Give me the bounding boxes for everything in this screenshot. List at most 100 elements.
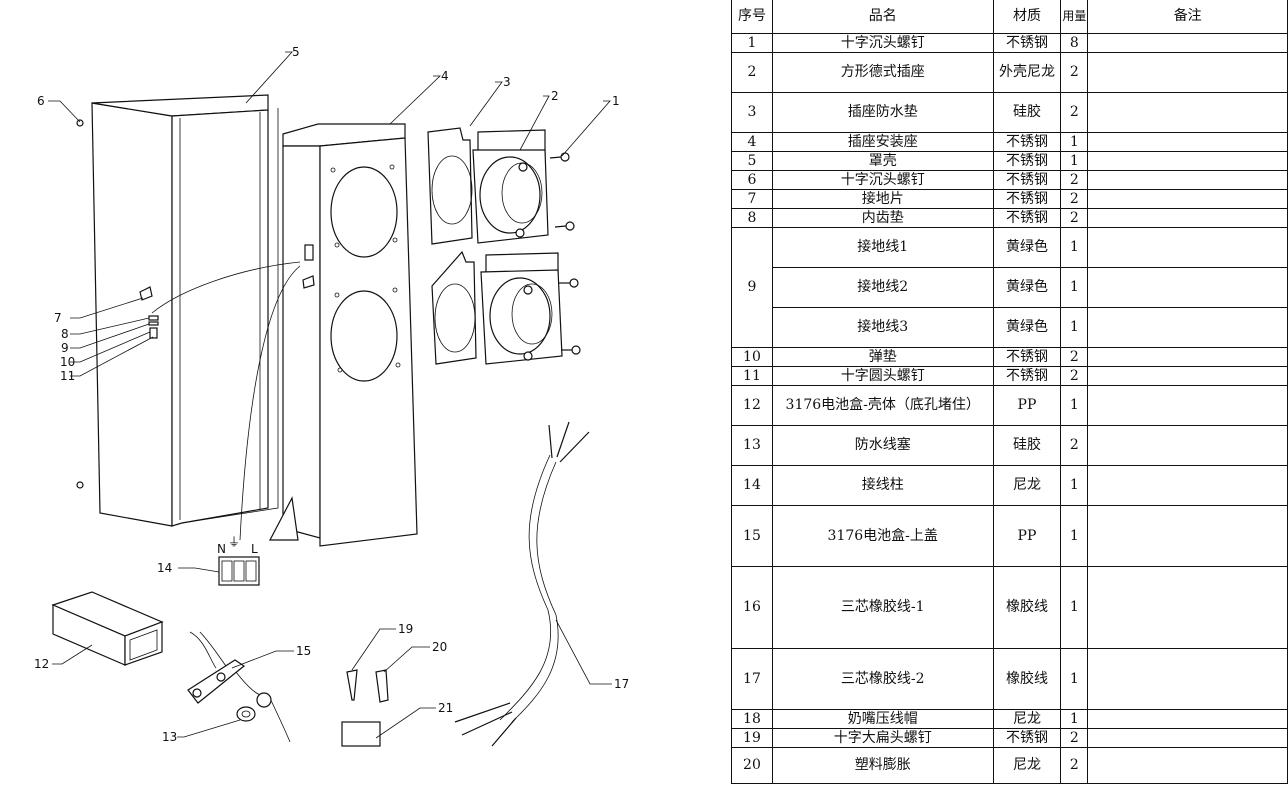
cell-remark [1087,208,1288,228]
cell-name: 接线柱 [771,465,994,506]
callout-21: 21 [438,701,453,715]
table-row: 接地线3 黄绿色 1 [732,307,1288,348]
cell-qty: 1 [1060,465,1089,506]
table-row: 5 罩壳 不锈钢 1 [731,151,1288,171]
table-row: 20 塑料膨胀 尼龙 2 [731,747,1288,784]
cell-name: 接地片 [771,189,994,209]
callout-5: 5 [292,45,300,59]
cell-remark [1087,425,1288,466]
table-row: 17 三芯橡胶线-2 橡胶线 1 [731,648,1288,710]
cell-remark [1087,347,1288,367]
callout-leaders [48,51,612,739]
cell-no: 11 [731,366,773,386]
header-no: 序号 [731,0,773,34]
cell-no: 4 [731,132,773,152]
table-row: 7 接地片 不锈钢 2 [731,189,1288,209]
cell-name: 十字大扁头螺钉 [771,728,994,748]
cell-no: 16 [731,566,773,649]
header-qty: 用量 [1060,0,1089,34]
cell-material: 不锈钢 [992,366,1062,386]
cell-material: 硅胶 [992,425,1062,466]
cell-material: 尼龙 [992,465,1062,506]
header-remark: 备注 [1087,0,1288,34]
callout-8: 8 [61,327,69,341]
cell-no: 2 [731,52,773,93]
cell-name: 三芯橡胶线-2 [771,648,994,710]
callout-19: 19 [398,622,413,636]
cell-remark [1087,170,1288,190]
bill-of-materials-table: 序号 品名 材质 用量 备注 1 十字沉头螺钉 不锈钢 8 2 方形德式插座 外… [731,0,1288,784]
cell-material: 尼龙 [992,709,1062,729]
callout-7: 7 [54,311,62,325]
terminal-ground-symbol: ⏚ [228,535,240,549]
cell-name: 3176电池盒-上盖 [771,505,994,567]
battery-box-cover-part-15 [187,631,291,743]
cell-name: 十字沉头螺钉 [771,33,994,53]
cell-no: 20 [731,747,773,784]
cell-material: 黄绿色 [992,227,1062,268]
callout-13: 13 [162,730,177,744]
socket-mounting-seat-part-4 [269,123,418,547]
cell-qty: 1 [1060,648,1089,710]
cell-material: 不锈钢 [992,151,1062,171]
cell-no: 1 [731,33,773,53]
cell-material: PP [992,385,1062,426]
table-row: 1 十字沉头螺钉 不锈钢 8 [731,33,1288,53]
cell-qty: 1 [1060,267,1089,308]
cell-material: 尼龙 [992,747,1062,784]
cell-material: 不锈钢 [992,170,1062,190]
table-row: 接地线2 黄绿色 1 [732,267,1288,308]
table-row: 11 十字圆头螺钉 不锈钢 2 [731,366,1288,386]
cell-qty: 2 [1060,92,1089,133]
cell-qty: 1 [1060,566,1089,649]
cell-name: 三芯橡胶线-1 [771,566,994,649]
callout-6: 6 [37,94,45,108]
exploded-assembly-drawing: N ⏚ L [34,45,629,747]
callout-numbers: 1 2 3 4 5 6 7 8 9 10 11 14 12 13 15 17 1… [34,45,629,744]
cell-material: 不锈钢 [992,208,1062,228]
cell-remark [1087,728,1288,748]
cell-qty: 2 [1060,425,1089,466]
cell-no: 10 [731,347,773,367]
waterproof-plug-part-13 [236,706,256,722]
cell-remark [1087,189,1288,209]
header-name: 品名 [771,0,994,34]
cover-shell-part-5 [91,94,279,527]
callout-11: 11 [60,369,75,383]
cell-no: 5 [731,151,773,171]
cell-no: 12 [731,385,773,426]
table-row: 18 奶嘴压线帽 尼龙 1 [731,709,1288,729]
mounting-hardware-parts-19-21 [341,669,389,747]
cell-material: 不锈钢 [992,33,1062,53]
terminal-n-label: N [217,542,226,556]
cell-material: 黄绿色 [992,307,1062,348]
cell-no: 15 [731,505,773,567]
terminal-block-part-14: N ⏚ L [217,535,260,586]
table-row: 9 接地线1 黄绿色 1 [731,227,1288,348]
cell-no: 7 [731,189,773,209]
german-socket-part-2 [472,129,563,365]
table-row: 13 防水线塞 硅胶 2 [731,425,1288,466]
header-material: 材质 [992,0,1062,34]
cell-remark [1087,92,1288,133]
cell-no: 14 [731,465,773,506]
cell-remark [1087,566,1288,649]
cell-material: 橡胶线 [992,648,1062,710]
cell-qty: 1 [1060,385,1089,426]
cell-name: 插座安装座 [771,132,994,152]
table-row: 14 接线柱 尼龙 1 [731,465,1288,506]
cell-material: 不锈钢 [992,728,1062,748]
ground-hardware-parts-6-11 [76,119,315,541]
cell-qty: 2 [1060,728,1089,748]
cell-no: 19 [731,728,773,748]
cell-name: 十字沉头螺钉 [771,170,994,190]
callout-9: 9 [61,341,69,355]
cell-qty: 2 [1060,347,1089,367]
table-row: 6 十字沉头螺钉 不锈钢 2 [731,170,1288,190]
cell-qty: 2 [1060,208,1089,228]
cell-name: 防水线塞 [771,425,994,466]
cell-qty: 1 [1060,709,1089,729]
cell-remark [1087,505,1288,567]
cell-name: 罩壳 [771,151,994,171]
cell-material: 外壳尼龙 [992,52,1062,93]
